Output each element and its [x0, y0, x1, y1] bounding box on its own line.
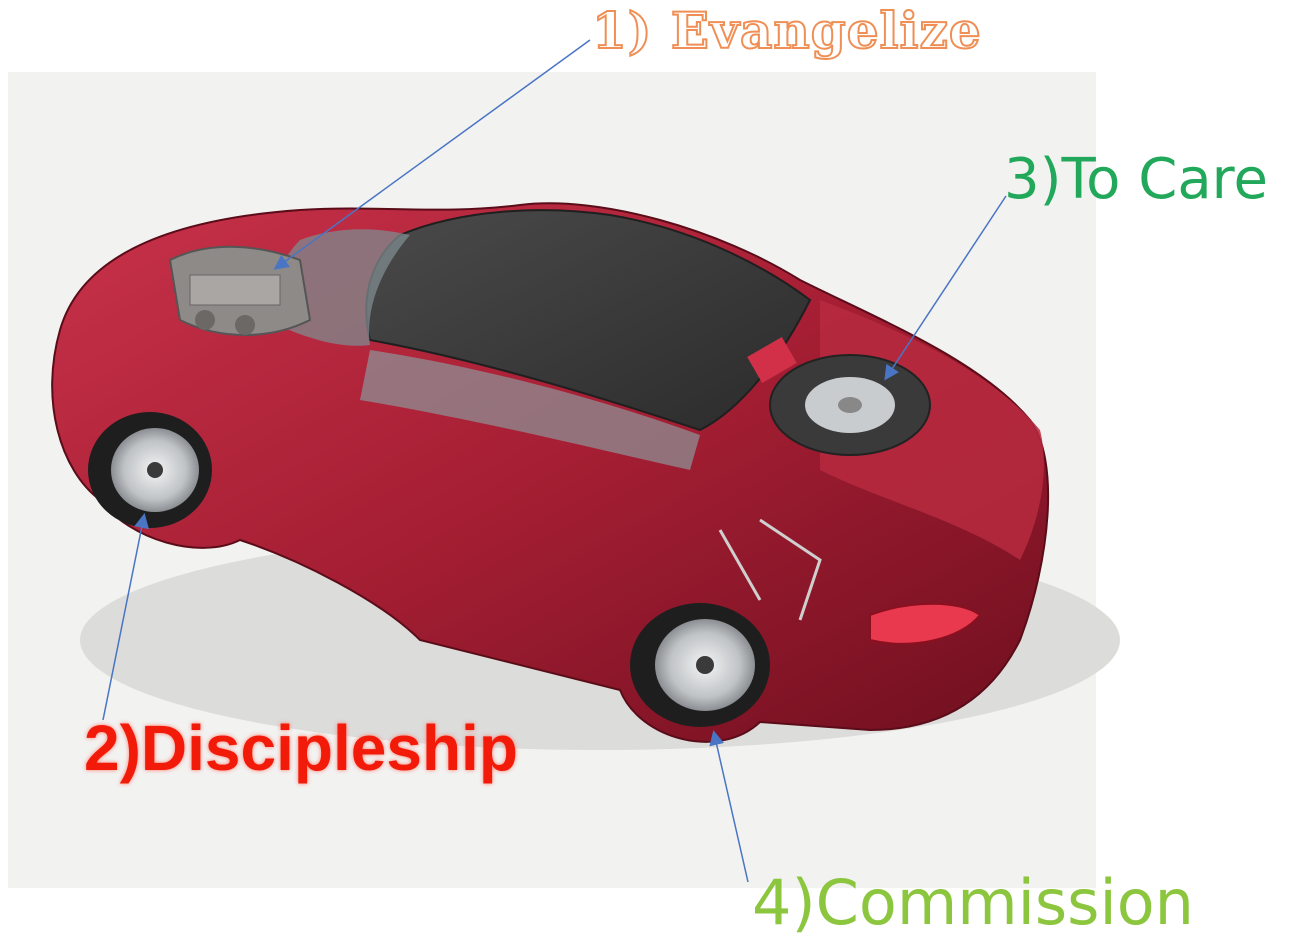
- arrow-to-care: [884, 195, 1007, 381]
- spare-wheel: [769, 354, 931, 456]
- label-evangelize: 1) Evangelize: [591, 1, 982, 60]
- rear-suspension: [718, 518, 822, 621]
- arrow-commission: [709, 730, 749, 883]
- front-wheel: [88, 412, 212, 528]
- car-body: [51, 202, 1050, 743]
- rear-brake-light: [747, 337, 797, 383]
- label-to-care: 3)To Care: [1004, 147, 1268, 212]
- engine: [168, 245, 312, 336]
- car-roof: [365, 209, 812, 432]
- arrow-discipleship: [102, 513, 149, 721]
- arrow-evangelize: [273, 39, 591, 270]
- rear-wheel: [630, 603, 770, 727]
- label-commission: 4)Commission: [752, 866, 1194, 939]
- side-window: [360, 350, 700, 470]
- tail-light: [869, 602, 982, 645]
- label-discipleship: 2)Discipleship: [84, 712, 518, 784]
